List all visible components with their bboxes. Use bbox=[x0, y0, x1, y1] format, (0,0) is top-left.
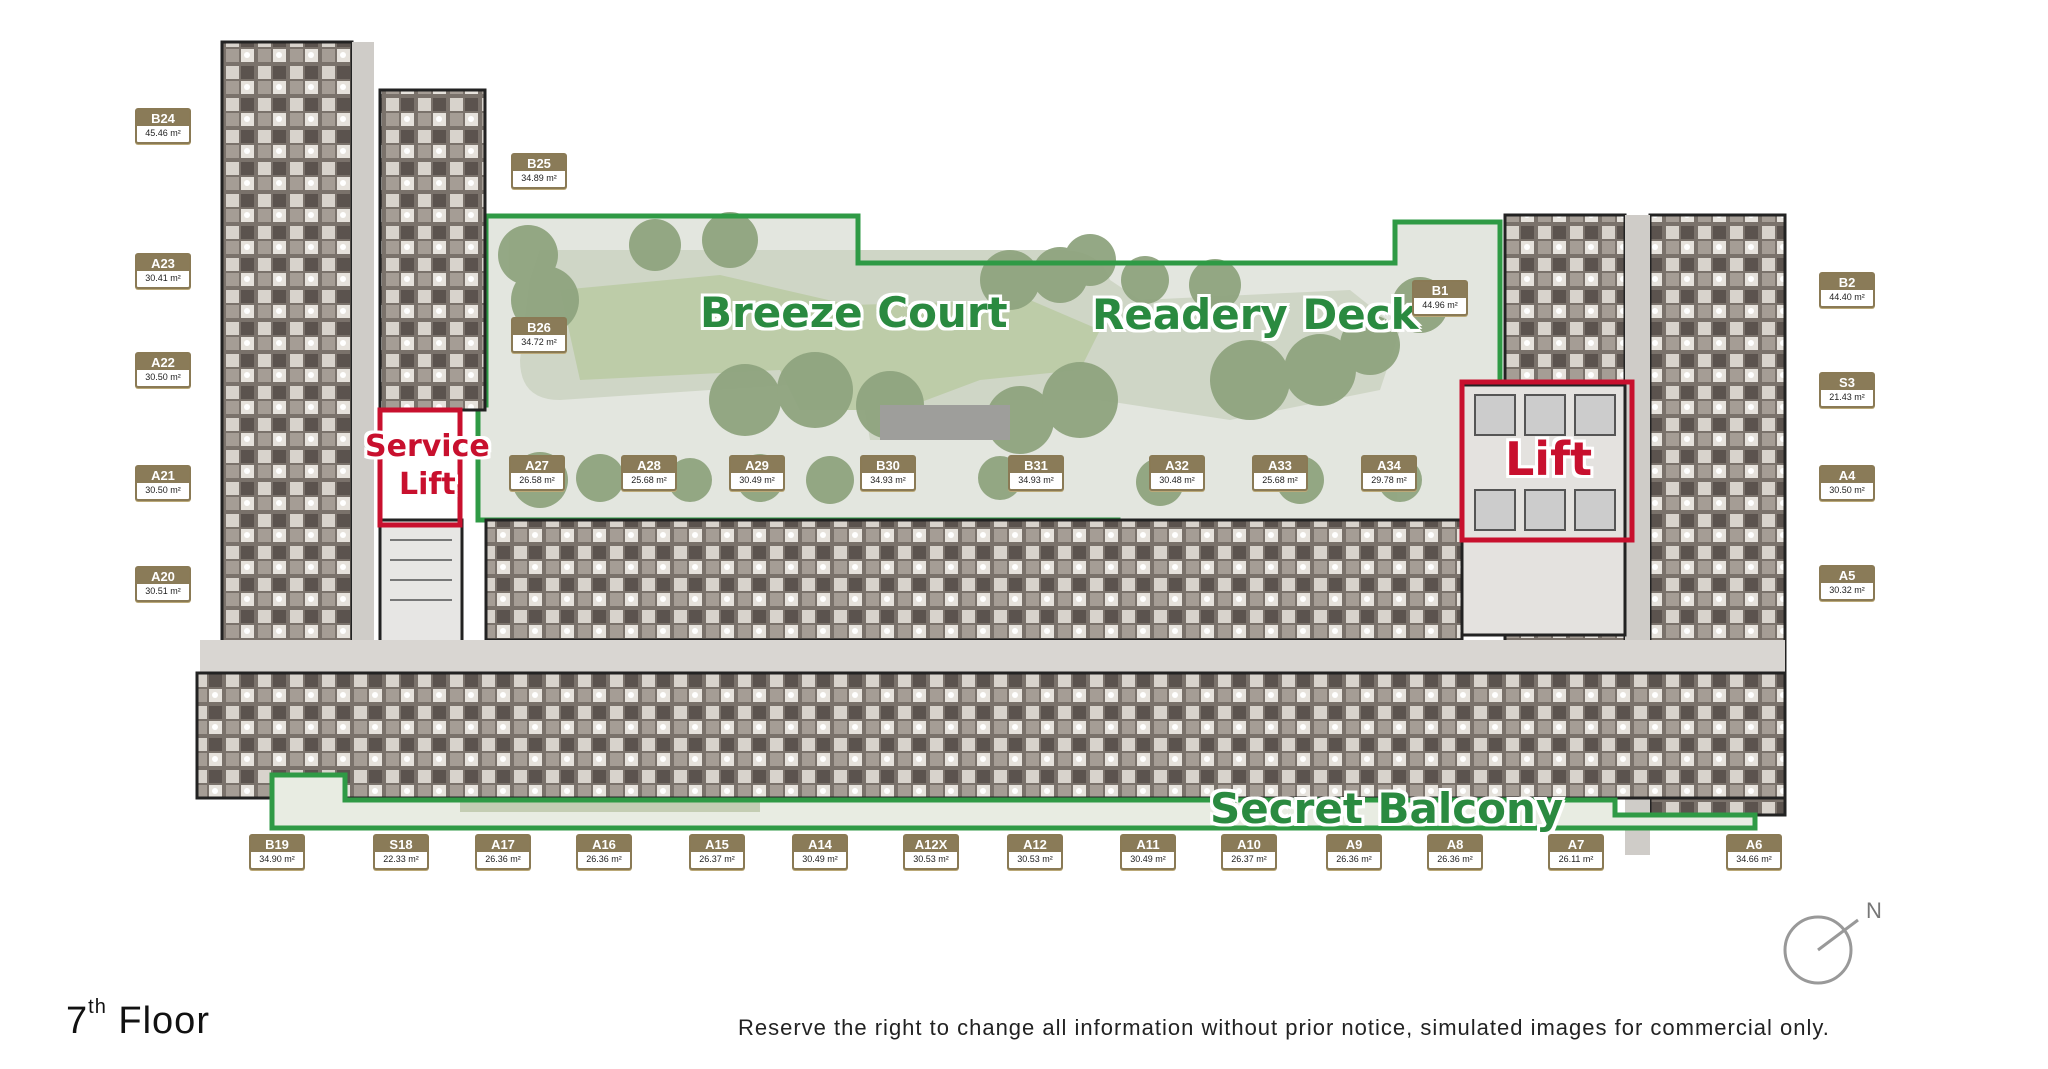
north-arrow-icon bbox=[1783, 915, 1859, 985]
floor-suffix: th bbox=[88, 996, 107, 1018]
left-wing-units bbox=[220, 40, 487, 644]
service-lift-box bbox=[377, 407, 463, 528]
lift-box bbox=[1459, 379, 1635, 543]
floor-word: Floor bbox=[118, 1000, 210, 1042]
breeze-court-area bbox=[475, 212, 1503, 530]
secret-balcony-area bbox=[269, 772, 1758, 831]
secret-balcony-label: Secret Balcony bbox=[1210, 784, 1564, 833]
floor-number: 7 bbox=[66, 1000, 89, 1042]
readery-deck-label: Readery Deck bbox=[1092, 290, 1419, 339]
north-label: N bbox=[1866, 898, 1882, 923]
disclaimer-text: Reserve the right to change all informat… bbox=[738, 1015, 1830, 1040]
middle-units bbox=[195, 518, 1787, 800]
lift-label: Lift bbox=[1505, 432, 1593, 486]
right-wing-units bbox=[1460, 213, 1787, 855]
service-lift-line2: Lift bbox=[398, 467, 456, 502]
breeze-court-label: Breeze Court bbox=[700, 288, 1008, 337]
service-lift-label: Service Lift bbox=[365, 428, 490, 504]
floor-title: 7th Floor bbox=[66, 996, 210, 1043]
service-lift-line1: Service bbox=[365, 429, 490, 464]
